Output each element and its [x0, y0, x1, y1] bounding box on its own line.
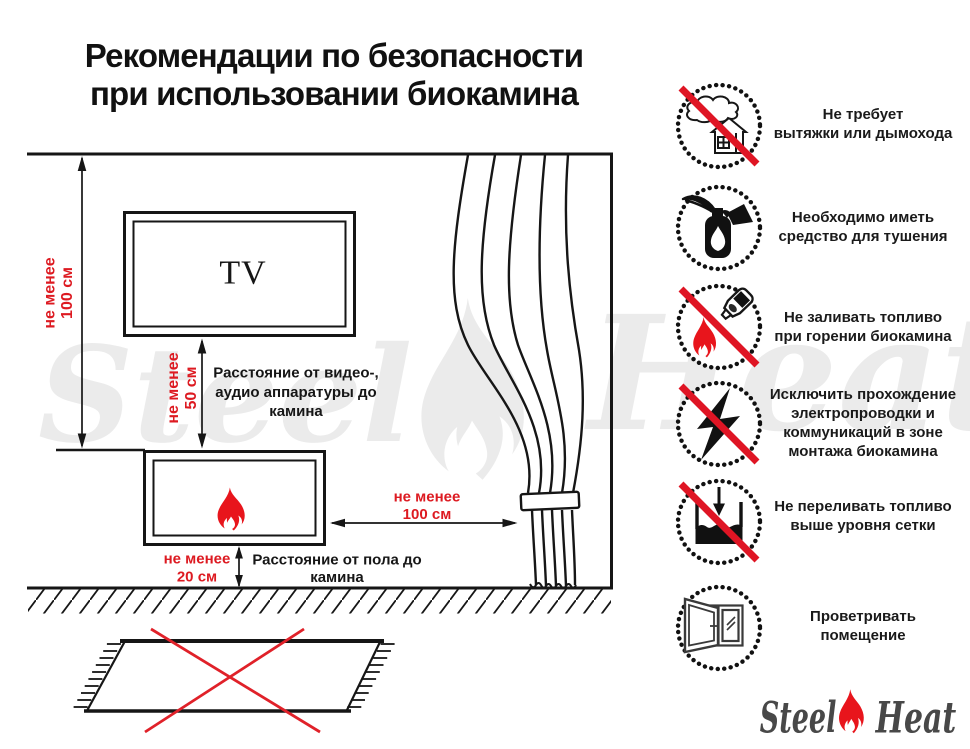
no-chimney-icon [675, 82, 763, 170]
ventilate-icon [675, 584, 763, 672]
dim-floor-20cm: не менее 20 см [164, 546, 243, 588]
dim-curtain-100cm: не менее 100 см [330, 489, 518, 528]
logo-flame-icon [839, 689, 864, 734]
dim-wall-100cm-label-line2: 100 см [59, 267, 76, 319]
dim-wall-100cm: не менее 100 см [42, 156, 87, 449]
rule-no-refuel-line1: Не заливать топливо [783, 309, 943, 326]
extinguisher-icon [675, 184, 763, 272]
label-tv-distance-line2: аудио аппаратуры до [215, 384, 376, 401]
rule-no-refuel-line2: при горении биокамина [774, 328, 952, 345]
logo-heat-text: Heat [874, 692, 956, 743]
logo-steel-text: Steel [760, 692, 837, 743]
rule-text-no-wiring: Исключить прохождение электропроводки и … [760, 385, 966, 461]
no-overfill-icon [675, 478, 763, 566]
label-tv-distance-line1: Расстояние от видео-, [213, 365, 378, 382]
rule-text-no-chimney: Не требует вытяжки или дымохода [760, 105, 966, 143]
dim-tv-50cm-label-line2: 50 см [183, 367, 200, 410]
rule-no-wiring-line3: коммуникаций в зоне [783, 424, 943, 441]
tv-label: TV [219, 255, 266, 292]
label-floor-distance: Расстояние от пола до камина [252, 552, 421, 587]
page-title: Рекомендации по безопасности при использ… [0, 37, 668, 113]
dim-curtain-100cm-label-line1: не менее [394, 489, 461, 506]
label-tv-distance: Расстояние от видео-, аудио аппаратуры д… [213, 365, 378, 421]
rule-text-no-refuel: Не заливать топливо при горении биокамин… [760, 308, 966, 346]
extinguisher-shape [681, 195, 753, 258]
prohibition-line [678, 286, 760, 368]
rule-no-overfill-line1: Не переливать топливо [774, 498, 952, 515]
steelheat-logo: Steel Heat [760, 689, 956, 743]
floor-hatching [28, 589, 611, 614]
label-tv-distance-line3: камина [269, 403, 323, 420]
rule-no-overfill-line2: выше уровня сетки [790, 517, 936, 534]
rule-text-ventilate: Проветривать помещение [760, 607, 966, 645]
label-floor-distance-line1: Расстояние от пола до [252, 552, 421, 569]
carpet-cross-icon [144, 627, 321, 734]
flame-shape [693, 317, 717, 358]
rule-extinguisher-line2: средство для тушения [778, 228, 948, 245]
dim-tv-50cm: не менее 50 см [165, 338, 207, 449]
rule-no-wiring-line2: электропроводки и [791, 405, 935, 422]
rule-no-chimney-line1: Не требует [822, 106, 904, 123]
page-title-line2: при использовании биокамина [89, 75, 579, 112]
page-title-line1: Рекомендации по безопасности [84, 37, 584, 74]
fuel-bottle-shape [720, 287, 754, 321]
carpet-fringe-right [347, 643, 395, 708]
carpet [73, 627, 395, 734]
rule-no-chimney-line2: вытяжки или дымохода [773, 125, 953, 142]
prohibition-line [678, 85, 760, 167]
curtain-tie [519, 490, 581, 512]
rule-text-no-overfill: Не переливать топливо выше уровня сетки [760, 497, 966, 535]
label-floor-distance-line2: камина [310, 569, 364, 586]
fireplace-box [143, 450, 326, 546]
rule-ventilate-line2: помещение [820, 627, 906, 644]
rule-text-extinguisher: Необходимо иметь средство для тушения [760, 208, 966, 246]
no-refuel-burning-icon [675, 283, 763, 371]
dim-tv-50cm-label-line1: не менее [165, 352, 182, 423]
dim-floor-20cm-label-line1: не менее [164, 551, 231, 568]
rule-no-wiring-line4: монтажа биокамина [788, 443, 938, 460]
carpet-fringe-left [73, 643, 121, 708]
open-window-shape [683, 597, 744, 654]
room-walls [27, 152, 613, 614]
tv-box: TV [123, 211, 356, 337]
fireplace-flame-icon [217, 487, 245, 531]
rule-ventilate-line1: Проветривать [810, 608, 916, 625]
dim-floor-20cm-label-line2: 20 см [177, 569, 217, 586]
no-wiring-icon [675, 380, 763, 468]
prohibition-line [678, 481, 760, 563]
rule-extinguisher-line1: Необходимо иметь [791, 209, 935, 226]
dim-curtain-100cm-label-line2: 100 см [403, 506, 452, 523]
dim-wall-100cm-label-line1: не менее [42, 257, 59, 328]
rule-no-wiring-line1: Исключить прохождение [769, 386, 957, 403]
prohibition-line [678, 383, 760, 465]
